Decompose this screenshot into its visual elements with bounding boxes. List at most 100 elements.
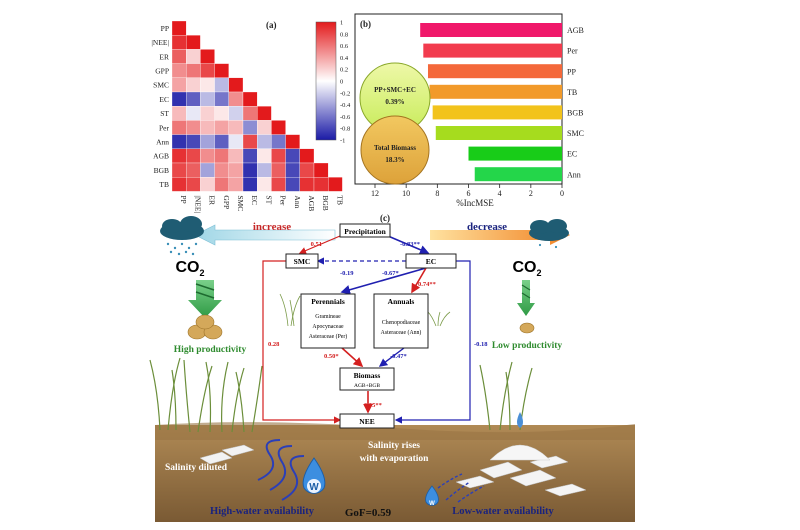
path-ec-nee <box>394 260 471 424</box>
water-drop-right-letter: W <box>429 501 435 507</box>
heatmap-cell <box>271 120 286 135</box>
heatmap-cell <box>271 162 286 178</box>
heatmap-cell <box>214 162 229 178</box>
water-drop-right-icon: W <box>425 485 439 507</box>
green-arrow-left-icon <box>188 280 222 318</box>
heatmap-cell <box>214 63 229 78</box>
heatmap-cell <box>200 148 215 164</box>
x-tick-label: 12 <box>371 189 379 198</box>
heatmap-cell <box>228 134 244 149</box>
heatmap-cell <box>186 63 201 78</box>
x-tick-label: 10 <box>402 189 410 198</box>
coef-perennials-biomass: 0.50* <box>324 353 339 360</box>
heatmap-cell <box>186 148 201 164</box>
heatmap-cell <box>200 91 215 107</box>
heatmap-cell <box>200 177 215 192</box>
heatmap-col-label: TB <box>335 195 344 205</box>
x-tick-label: 8 <box>435 189 439 198</box>
heatmap-cell <box>171 120 187 135</box>
annuals-species-1: Chenopodiaceae <box>382 320 421 326</box>
x-axis-label: %IncMSE <box>456 198 494 208</box>
water-flow-arrows-right-icon <box>437 473 485 503</box>
x-tick-label: 2 <box>529 189 533 198</box>
heatmap-cell <box>171 177 187 192</box>
heatmap-cell <box>242 148 258 164</box>
heatmap-col-label: |NEE| <box>193 195 202 213</box>
heatmap-row-label: ST <box>160 109 169 118</box>
perennials-species-3: Asteraceae (Per) <box>309 333 348 340</box>
low-water-label: Low-water availability <box>452 506 554 517</box>
path-annuals-biomass <box>378 347 405 367</box>
node-nee-label: NEE <box>359 417 374 426</box>
heatmap-cell <box>242 134 258 149</box>
heatmap-col-label: Ann <box>293 195 302 208</box>
coef-ec-nee: -0.18 <box>474 341 488 348</box>
colorbar-tick-label: -0.6 <box>340 114 351 121</box>
heatmap-cell <box>228 106 244 121</box>
heatmap-cell <box>271 134 286 149</box>
node-biomass-sub: AGB+BGB <box>354 383 380 389</box>
bar-label: BGB <box>567 108 583 117</box>
node-annuals-label: Annuals <box>388 297 415 306</box>
venn-bottom-value: 18.3% <box>385 156 404 164</box>
co2-label-left: CO2 <box>175 259 204 278</box>
biomass-pile-right-icon <box>519 322 535 334</box>
heatmap-cell <box>171 91 187 107</box>
path-ec-annuals <box>411 267 427 294</box>
colorbar-tick-label: 0 <box>340 79 343 86</box>
heatmap-cell <box>171 35 187 50</box>
heatmap-row-label: ER <box>159 52 169 61</box>
heatmap-cell <box>171 20 187 36</box>
node-annuals <box>373 293 429 349</box>
heatmap-cell <box>200 49 215 64</box>
soil-surface <box>155 422 635 440</box>
co2-label-right: CO2 <box>512 259 541 278</box>
heatmap-cell <box>186 134 201 149</box>
green-arrow-right-icon <box>517 280 535 316</box>
heatmap-cell <box>313 162 329 178</box>
high-water-label: High-water availability <box>210 506 315 517</box>
heatmap-row-label: EC <box>159 95 169 104</box>
bar-label: Per <box>567 47 578 56</box>
biomass-pile-left-icon <box>187 314 223 340</box>
coef-precip-smc: 0.51 <box>311 241 322 248</box>
heatmap-col-label: ER <box>208 195 217 205</box>
panel-c-label: (c) <box>380 213 390 223</box>
heatmap-cell <box>186 120 201 135</box>
coef-smc-nee: 0.28 <box>268 341 280 348</box>
node-perennials-label: Perennials <box>311 297 345 306</box>
panel-b-label: (b) <box>360 19 371 29</box>
heatmap-col-label: EC <box>250 195 259 205</box>
heatmap-row-label: |NEE| <box>151 38 169 47</box>
heatmap-cell <box>200 162 215 178</box>
colorbar-tick-label: 0.2 <box>340 67 348 74</box>
bar-label: EC <box>567 150 577 159</box>
node-perennials <box>300 293 356 349</box>
heatmap-row-label: Ann <box>156 138 169 147</box>
heatmap-row-label: SMC <box>153 81 169 90</box>
heatmap-cell <box>257 177 272 192</box>
coef-precip-ec: -0.83** <box>400 241 420 248</box>
venn-circle-bottom <box>360 115 430 185</box>
heatmap-cell <box>242 162 258 178</box>
node-ec <box>405 253 457 269</box>
colorbar-tick-label: 0.8 <box>340 31 348 38</box>
heatmap-cell <box>299 177 315 192</box>
venn-top-value: 0.39% <box>385 98 404 106</box>
x-tick-label: 0 <box>560 189 564 198</box>
heatmap-cell <box>257 162 272 178</box>
heatmap-cell <box>228 120 244 135</box>
heatmap-row-label: PP <box>161 24 169 33</box>
colorbar-tick-label: -0.2 <box>340 90 350 97</box>
heatmap-cell <box>186 91 201 107</box>
heatmap-row-label: AGB <box>153 152 169 161</box>
colorbar-ticks: 10.80.60.40.20-0.2-0.4-0.6-0.8-1 <box>340 20 351 145</box>
node-smc <box>285 253 319 269</box>
incmse-bars <box>420 23 562 182</box>
increase-label: increase <box>253 221 291 233</box>
bar-label: PP <box>567 67 576 76</box>
